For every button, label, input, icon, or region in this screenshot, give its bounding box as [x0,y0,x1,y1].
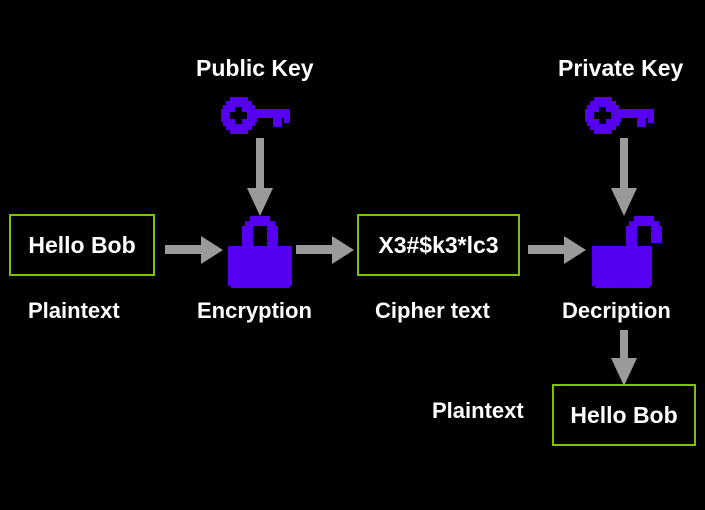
lock-closed-icon [225,216,295,288]
plaintext-left-label: Plaintext [28,298,120,323]
ciphertext-box: X3#$k3*lc3 [357,214,520,276]
plaintext-output-box: Hello Bob [552,384,696,446]
ciphertext-value: X3#$k3*lc3 [378,231,499,258]
arrow-down-icon [247,138,273,216]
public-key-label: Public Key [196,55,314,81]
cipher-text-label: Cipher text [375,298,490,323]
plaintext-input-box: Hello Bob [9,214,155,276]
arrow-right-icon [296,234,354,266]
key-icon [218,95,292,137]
decription-label: Decription [562,298,671,323]
key-icon [582,95,656,137]
arrow-down-icon [611,138,637,216]
arrow-right-icon [165,234,223,266]
arrow-right-icon [528,234,586,266]
encryption-label: Encryption [197,298,312,323]
plaintext-output-value: Hello Bob [570,401,678,428]
plaintext-bottom-label: Plaintext [432,398,524,423]
plaintext-input-value: Hello Bob [28,231,136,258]
lock-open-icon [589,216,665,288]
arrow-down-icon [611,330,637,386]
private-key-label: Private Key [558,55,684,81]
